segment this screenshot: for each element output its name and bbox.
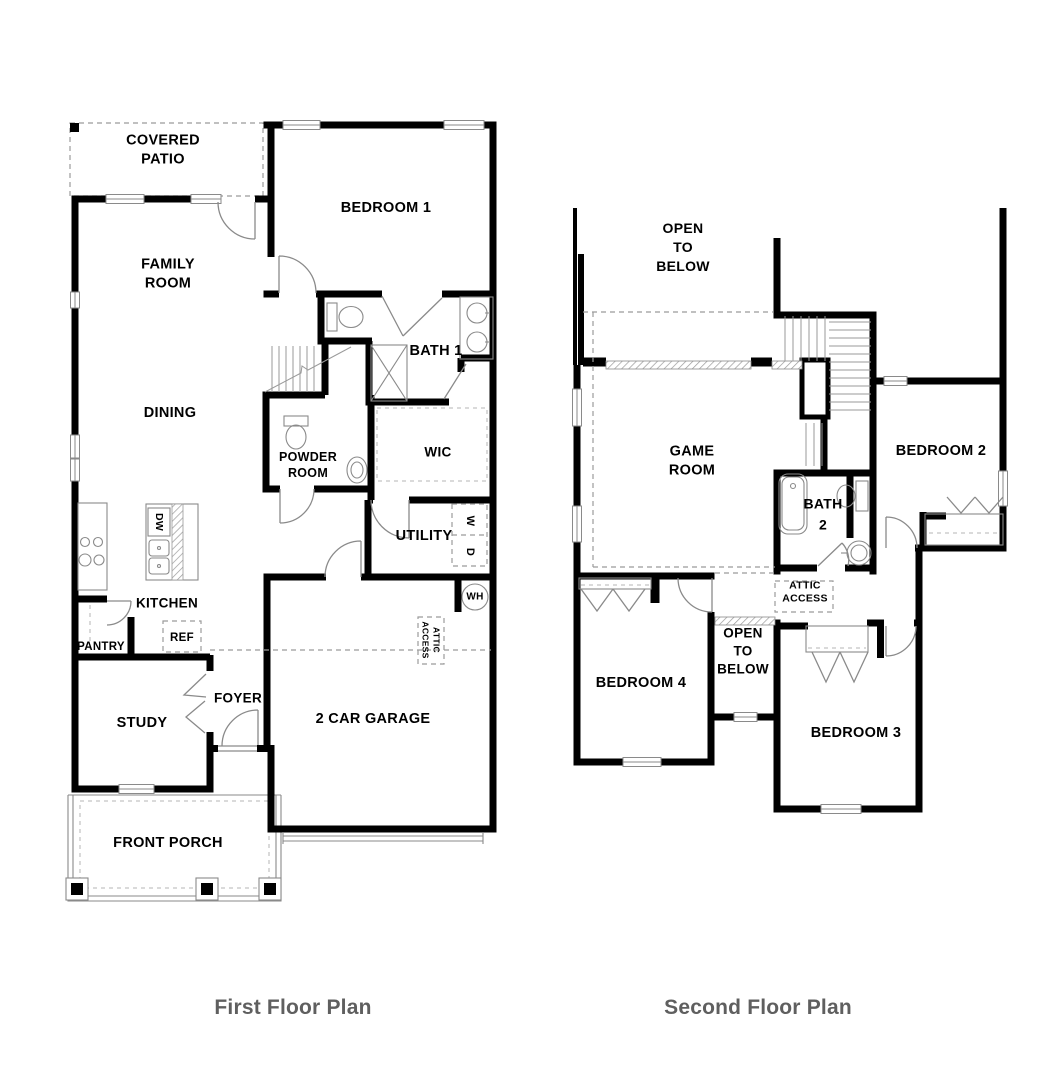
wic-shelves bbox=[376, 407, 488, 482]
label-open-to-below-small: BELOW bbox=[717, 662, 769, 677]
study-french-doors bbox=[182, 673, 207, 734]
label-pantry: PANTRY bbox=[77, 641, 125, 653]
bedroom3-closet-doors bbox=[811, 651, 869, 684]
toilet-icon-powder bbox=[283, 415, 309, 450]
refrigerator-box bbox=[162, 620, 202, 653]
label-water-heater: WH bbox=[466, 592, 483, 603]
second-floor-labels: OPEN TO BELOW GAME ROOM BEDROOM 2 BATH 2ATTICAC… bbox=[596, 220, 987, 741]
second-floor-doors bbox=[580, 496, 1004, 684]
bedroom4-closet-doors bbox=[580, 588, 646, 613]
attic-access-box-2 bbox=[774, 580, 834, 613]
label-garage: 2 CAR GARAGE bbox=[316, 711, 431, 727]
bathtub-icon bbox=[778, 473, 808, 535]
first-floor-walls bbox=[71, 121, 497, 833]
label-dryer: D bbox=[464, 548, 476, 556]
second-floor-walls bbox=[573, 208, 1007, 813]
railings bbox=[605, 360, 803, 626]
porch-posts bbox=[65, 877, 282, 901]
pedestal-sink-icon bbox=[346, 456, 368, 484]
bedroom2-closet-doors bbox=[946, 496, 1004, 514]
stove-icon bbox=[78, 536, 105, 567]
label-open-to-below-small: OPEN bbox=[723, 626, 762, 641]
kitchen-fixtures bbox=[77, 502, 202, 653]
label-covered-patio: COVERED bbox=[126, 133, 200, 149]
attic-access-box-1 bbox=[417, 616, 445, 665]
toilet-icon-bath2 bbox=[836, 480, 869, 512]
label-bath-2: BATH bbox=[803, 496, 842, 512]
label-bedroom-3: BEDROOM 3 bbox=[811, 725, 902, 741]
label-attic-access-2: ATTIC bbox=[789, 580, 821, 592]
label-family-room: FAMILY bbox=[141, 257, 195, 273]
second-floor-windows bbox=[572, 376, 1008, 814]
water-heater-circle bbox=[461, 583, 489, 611]
first-floor-doors bbox=[106, 201, 467, 752]
stairs-first-floor bbox=[264, 346, 352, 393]
label-bath-2: 2 bbox=[819, 517, 827, 533]
stair-newel-post bbox=[799, 357, 831, 420]
label-powder-room: POWDER bbox=[279, 450, 337, 464]
label-attic-access-1: ACCESS bbox=[421, 621, 431, 658]
label-washer: W bbox=[464, 516, 476, 527]
label-bath-1: BATH 1 bbox=[409, 343, 462, 359]
powder-room-fixtures bbox=[283, 415, 368, 484]
kitchen-island bbox=[145, 503, 199, 581]
label-open-to-below-small: TO bbox=[733, 644, 752, 659]
garage-door bbox=[282, 833, 484, 844]
label-foyer: FOYER bbox=[214, 691, 262, 706]
label-refrigerator: REF bbox=[170, 632, 194, 644]
label-utility: UTILITY bbox=[396, 528, 453, 544]
label-kitchen: KITCHEN bbox=[136, 596, 198, 611]
first-floor-labels: COVERED PATIO BEDROOM 1 FAMILY ROOM BATH 1 DIN… bbox=[77, 133, 483, 852]
utility-wic-detail bbox=[210, 407, 491, 665]
label-bedroom-4: BEDROOM 4 bbox=[596, 675, 687, 691]
bath1-fixtures bbox=[326, 296, 494, 402]
label-attic-access-2: ACCESS bbox=[782, 593, 828, 605]
kitchen-sink-icon bbox=[148, 539, 170, 575]
caption-first-floor: First Floor Plan bbox=[214, 996, 371, 1019]
shower-icon bbox=[370, 344, 408, 402]
label-front-porch: FRONT PORCH bbox=[113, 835, 223, 851]
label-open-to-below-top: BELOW bbox=[656, 258, 710, 274]
patio-post bbox=[70, 123, 79, 132]
sink-icon-bath2 bbox=[841, 540, 872, 566]
toilet-icon-bath1 bbox=[326, 302, 364, 332]
label-family-room: ROOM bbox=[145, 276, 191, 292]
label-study: STUDY bbox=[117, 715, 168, 731]
vanity-double-sink bbox=[459, 296, 494, 360]
first-floor-plan: COVERED PATIO BEDROOM 1 FAMILY ROOM BATH 1 DIN… bbox=[65, 120, 497, 902]
label-bedroom-2: BEDROOM 2 bbox=[896, 443, 987, 459]
label-powder-room: ROOM bbox=[288, 466, 328, 480]
label-wic: WIC bbox=[424, 445, 451, 460]
label-open-to-below-top: OPEN bbox=[663, 220, 704, 236]
first-floor-windows bbox=[70, 120, 485, 794]
label-dining: DINING bbox=[144, 405, 197, 421]
label-game-room: GAME bbox=[670, 444, 715, 460]
label-bedroom-1: BEDROOM 1 bbox=[341, 200, 432, 216]
open-to-below-boundaries bbox=[583, 311, 834, 613]
label-attic-access-1: ATTIC bbox=[432, 627, 442, 653]
label-open-to-below-top: TO bbox=[673, 239, 693, 255]
label-covered-patio: PATIO bbox=[141, 152, 185, 168]
bath2-fixtures bbox=[778, 473, 872, 566]
closet-detail bbox=[578, 513, 1004, 653]
front-porch-outline bbox=[65, 794, 282, 902]
caption-second-floor: Second Floor Plan bbox=[664, 996, 852, 1019]
label-dishwasher: DW bbox=[153, 513, 165, 531]
second-floor-plan: OPEN TO BELOW GAME ROOM BEDROOM 2 BATH 2ATTICAC… bbox=[572, 208, 1008, 814]
label-game-room: ROOM bbox=[669, 463, 715, 479]
dishwasher-box bbox=[147, 507, 171, 537]
stairs-second-floor bbox=[784, 316, 871, 466]
